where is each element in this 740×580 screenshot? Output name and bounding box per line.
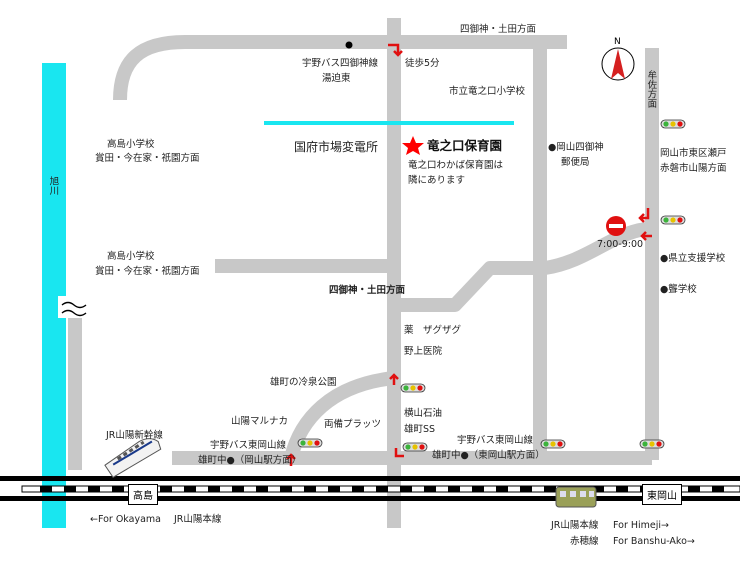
station-higashi-okayama: 東岡山 <box>642 484 682 505</box>
pharmacy-label: 薬 ザグザグ <box>404 325 462 336</box>
nursery-note-2: 隣にあります <box>408 175 466 186</box>
takashima-direction-1: 賞田・今在家・祇園方面 <box>95 153 200 164</box>
railway-tie <box>328 486 340 492</box>
brats-label: 両備プラッツ <box>324 419 382 430</box>
railway-tie <box>256 486 268 492</box>
substation-label: 国府市場変電所 <box>294 140 379 154</box>
nursery-name: 竜之口保育園 <box>427 138 503 153</box>
railway-tie <box>496 486 508 492</box>
railway-tie <box>616 486 628 492</box>
school-shien: ●県立支援学校 <box>660 253 726 264</box>
river-label: 旭川 <box>47 176 59 195</box>
for-himeji: For Himeji→ <box>613 520 669 531</box>
right-road-label: 牟佐方面 <box>645 70 657 108</box>
railway-tie <box>688 486 700 492</box>
turn-arrows <box>286 43 652 466</box>
nursery-note-1: 竜之口わかば保育園は <box>408 160 504 171</box>
svg-text:N: N <box>614 37 621 47</box>
railway-tie <box>232 486 244 492</box>
road-curve-sw <box>284 371 395 460</box>
railway-tie <box>184 486 196 492</box>
traffic-light-icon <box>660 215 686 225</box>
traffic-light-icon <box>660 119 686 129</box>
traffic-light-icon <box>400 383 426 393</box>
railway-tie <box>64 486 76 492</box>
shinkansen-train <box>104 438 162 478</box>
railway-tie <box>304 486 316 492</box>
takashima-direction-2: 賞田・今在家・祇園方面 <box>95 266 200 277</box>
railway-tracks <box>0 476 740 501</box>
traffic-light-icon <box>639 439 665 449</box>
sanyo-line-west: JR山陽本線 <box>174 514 222 525</box>
nursery-star-icon <box>402 136 424 155</box>
post-office-2: 郵便局 <box>561 157 590 168</box>
railway-tie <box>376 486 388 492</box>
traffic-light-icon <box>540 439 566 449</box>
railway-tie <box>592 486 604 492</box>
bus-east-line: 宇野バス東岡山線 <box>457 435 534 446</box>
railway-tie <box>160 486 172 492</box>
mid-road-label: 四御神・土田方面 <box>329 285 406 296</box>
railway-tie <box>712 486 724 492</box>
bus-east-stop: 雄町中●（東岡山駅方面） <box>432 450 545 461</box>
bus-top-line: 宇野バス四御神線 <box>302 58 379 69</box>
school-ryunokuchi: 市立竜之口小学校 <box>449 86 526 97</box>
top-road-label: 四御神・土田方面 <box>460 24 537 35</box>
railway-tie <box>520 486 532 492</box>
railway-tie <box>400 486 412 492</box>
railway-tie <box>40 486 52 492</box>
takashima-school-2: 高島小学校 <box>107 251 155 262</box>
railway-tie <box>352 486 364 492</box>
gas-label-2: 雄町SS <box>404 424 436 435</box>
school-mou: ●聾学校 <box>660 284 697 295</box>
station-takashima: 高島 <box>128 484 158 505</box>
post-office-1: ●岡山四御神 <box>548 142 604 153</box>
railway-tie <box>88 486 100 492</box>
river-break-mark <box>61 301 87 317</box>
bus-west-line: 宇野バス東岡山線 <box>210 440 287 451</box>
canal <box>264 121 514 125</box>
walk-label: 徒歩5分 <box>405 58 440 69</box>
for-okayama: ←For Okayama <box>90 514 161 525</box>
shinkansen-label: JR山陽新幹線 <box>106 430 163 441</box>
sanyo-line-east: JR山陽本線 <box>551 520 599 531</box>
gas-label-1: 横山石油 <box>404 408 443 419</box>
higashi-label-2: 赤磐市山陽方面 <box>660 163 727 174</box>
railway-tie <box>112 486 124 492</box>
bus-top-stop: 湯迫東 <box>322 73 351 84</box>
takashima-school-1: 高島小学校 <box>107 139 155 150</box>
no-entry-sign-icon <box>606 216 626 236</box>
time-label: 7:00-9:00 <box>597 239 644 250</box>
river-asahi <box>42 63 66 528</box>
bus-west-stop: 雄町中●（岡山駅方面） <box>198 455 302 466</box>
higashi-label-1: 岡山市東区瀬戸 <box>660 148 727 159</box>
bus-stop-dot <box>345 41 353 49</box>
traffic-light-icon <box>402 442 428 452</box>
clinic-label: 野上医院 <box>404 346 443 357</box>
local-train <box>555 486 597 508</box>
railway-tie <box>448 486 460 492</box>
railway-tie <box>544 486 556 492</box>
road-top-curve <box>113 35 567 101</box>
park-label: 雄町の冷泉公園 <box>270 377 337 388</box>
road-diagonal-east <box>394 221 654 312</box>
for-banshu-ako: For Banshu-Ako→ <box>613 536 695 547</box>
marunaka-label: 山陽マルナカ <box>231 416 289 427</box>
railway-tie <box>424 486 436 492</box>
railway-tie <box>208 486 220 492</box>
compass-icon: N <box>601 37 635 81</box>
railway-tie <box>472 486 484 492</box>
traffic-light-icon <box>297 438 323 448</box>
railway-tie <box>280 486 292 492</box>
ako-line: 赤穂線 <box>570 536 599 547</box>
